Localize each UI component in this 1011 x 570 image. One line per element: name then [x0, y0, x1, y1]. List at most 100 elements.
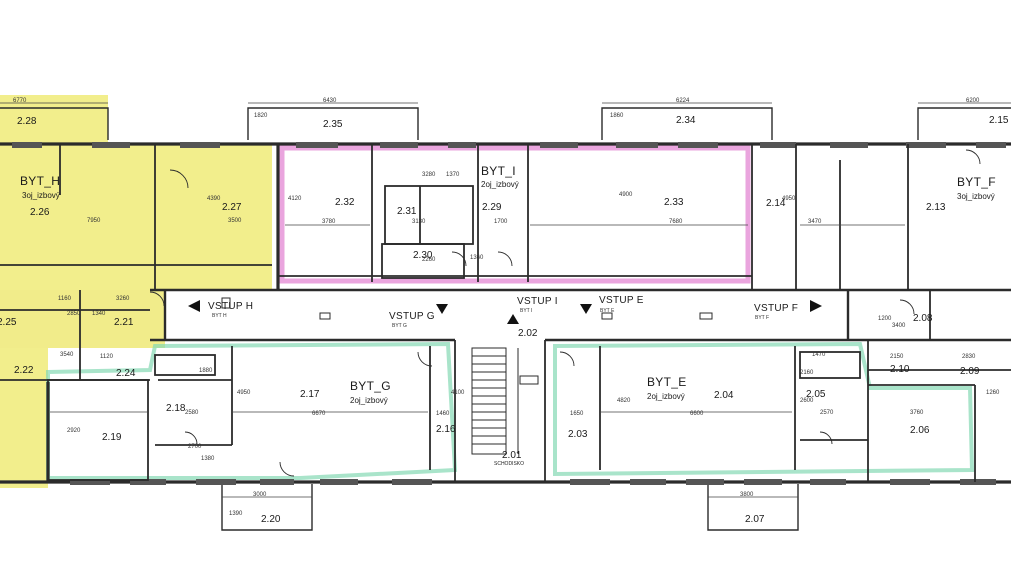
windows-bottom — [70, 479, 996, 485]
dimension-label: 2920 — [67, 428, 81, 434]
entrance-label-g: VSTUP G — [389, 311, 435, 322]
dimension-label: 4820 — [617, 398, 631, 404]
room-number: 2.07 — [745, 514, 765, 525]
dimension-label: 2160 — [800, 370, 814, 376]
dimension-label: 6200 — [966, 98, 980, 104]
room-number: 2.13 — [926, 202, 946, 213]
dimension-label: 1260 — [986, 390, 1000, 396]
room-number: 2.06 — [910, 425, 930, 436]
dimension-label: 2850 — [67, 311, 81, 317]
stairs-label: SCHODISKO — [494, 461, 525, 467]
dimension-label: 3130 — [412, 219, 426, 225]
dimension-label: 2600 — [800, 398, 814, 404]
dimension-label: 3470 — [808, 219, 822, 225]
dimension-label: 6770 — [13, 98, 27, 104]
dimension-label: 2150 — [890, 354, 904, 360]
dimension-label: 3280 — [422, 172, 436, 178]
dimension-label: 4900 — [619, 192, 633, 198]
room-number: 2.30 — [413, 250, 433, 261]
room-number: 2.14 — [766, 198, 786, 209]
apartment-type-f: 3oj_izbový — [957, 192, 995, 201]
dimension-lines — [0, 102, 1011, 498]
apartment-name-h: BYT_H — [20, 174, 61, 188]
dimension-label: 3260 — [116, 296, 130, 302]
room-number: 2.24 — [116, 368, 136, 379]
room-number: 2.25 — [0, 317, 17, 328]
corridor-walls — [150, 288, 1011, 342]
room-number: 2.26 — [30, 207, 50, 218]
apartment-name-g: BYT_G — [350, 379, 391, 393]
dimension-label: 3540 — [60, 352, 74, 358]
windows-top — [12, 142, 1006, 148]
dimension-label: 1200 — [878, 316, 892, 322]
dimension-label: 1390 — [229, 511, 243, 517]
entrance-label-i: VSTUP I — [517, 296, 558, 307]
dimension-label: 4120 — [288, 196, 302, 202]
room-number: 2.28 — [17, 116, 37, 127]
dimension-label: 3780 — [322, 219, 336, 225]
room-number: 2.02 — [518, 328, 538, 339]
interior-walls-bottom — [0, 290, 1011, 482]
dimension-label: 6670 — [312, 411, 326, 417]
apartment-type-i: 2oj_izbový — [481, 180, 519, 189]
room-number: 2.27 — [222, 202, 242, 213]
dimension-label: 1860 — [610, 113, 624, 119]
corridor-marks — [221, 297, 713, 320]
dimension-label: 2260 — [422, 257, 436, 263]
apartment-type-e: 2oj_izbový — [647, 392, 685, 401]
room-number: 2.21 — [114, 317, 134, 328]
entrance-sub-h: BYT H — [212, 313, 227, 319]
entrance-arrows — [188, 300, 822, 324]
room-number: 2.04 — [714, 390, 734, 401]
room-number: 2.16 — [436, 424, 456, 435]
dimension-label: 6224 — [676, 98, 690, 104]
room-number: 2.32 — [335, 197, 355, 208]
dimension-label: 1880 — [199, 368, 213, 374]
dimension-label: 2700 — [188, 444, 202, 450]
dimension-label: 6430 — [323, 98, 337, 104]
room-number: 2.01 — [502, 450, 522, 461]
entrance-sub-g: BYT G — [392, 323, 407, 329]
dimension-label: 1700 — [494, 219, 508, 225]
dimension-label: 2580 — [185, 410, 199, 416]
dimension-label: 4100 — [451, 390, 465, 396]
staircase — [471, 347, 539, 455]
entrance-label-h: VSTUP H — [208, 301, 254, 312]
dimension-label: 7950 — [87, 218, 101, 224]
dimension-label: 1360 — [470, 255, 484, 261]
dimension-label: 4950 — [782, 196, 796, 202]
room-number: 2.22 — [14, 365, 34, 376]
entrance-sub-f: BYT F — [755, 315, 770, 321]
dimension-label: 3500 — [228, 218, 242, 224]
dimension-label: 1160 — [58, 296, 71, 302]
entrance-label-f: VSTUP F — [754, 303, 799, 314]
balconies-bottom — [221, 484, 799, 531]
interior-walls-top — [0, 144, 909, 290]
dimension-label: 7680 — [669, 219, 683, 225]
dimension-label: 1340 — [92, 311, 106, 317]
dimension-label: 6600 — [690, 411, 704, 417]
dimension-label: 1380 — [201, 456, 215, 462]
room-number: 2.05 — [806, 389, 826, 400]
room-number: 2.35 — [323, 119, 343, 130]
apartment-name-f: BYT_F — [957, 175, 996, 189]
apartment-e-outline — [553, 341, 975, 477]
room-number: 2.34 — [676, 115, 696, 126]
apartment-g-outline — [46, 341, 458, 480]
dimension-label: 1820 — [254, 113, 268, 119]
dimension-label: 2570 — [820, 410, 834, 416]
door-swings — [149, 149, 981, 477]
room-number: 2.29 — [482, 202, 502, 213]
dimension-label: 3800 — [740, 492, 754, 498]
apartment-name-e: BYT_E — [647, 375, 687, 389]
apartment-type-g: 2oj_izbový — [350, 396, 388, 405]
dimension-label: 1120 — [100, 354, 113, 360]
entrance-sub-e: BYT E — [600, 308, 615, 314]
dimension-label: 4950 — [237, 390, 251, 396]
entrance-sub-i: BYT I — [520, 308, 533, 314]
dimension-label: 3760 — [910, 410, 924, 416]
apartment-name-i: BYT_I — [481, 164, 516, 178]
dimension-label: 1470 — [812, 352, 826, 358]
room-number: 2.31 — [397, 206, 417, 217]
